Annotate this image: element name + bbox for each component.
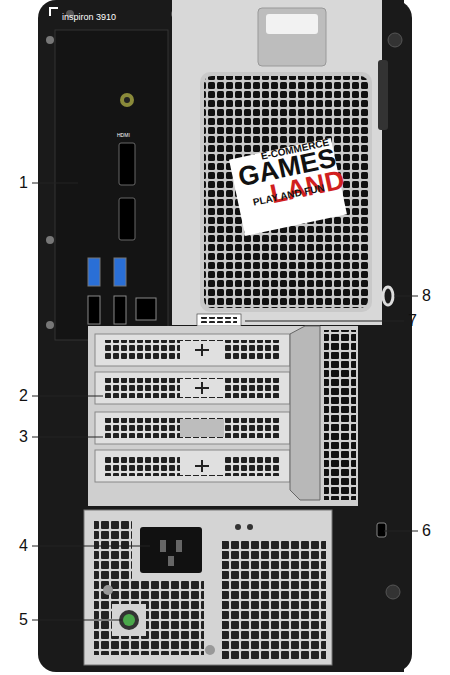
fan-panel xyxy=(172,0,382,325)
callout-number: 3 xyxy=(19,429,28,445)
chassis xyxy=(38,0,412,672)
callout-number: 5 xyxy=(19,612,28,628)
power-supply xyxy=(84,510,332,665)
callout-number: 2 xyxy=(19,388,28,404)
callout-number: 6 xyxy=(422,523,431,539)
callout-number: 1 xyxy=(19,175,28,191)
model-name: inspiron 3910 xyxy=(62,13,116,22)
callout-number: 7 xyxy=(408,313,417,329)
expansion-slots xyxy=(95,326,356,500)
security-slot xyxy=(377,523,386,537)
port-label: HDMI xyxy=(117,133,130,138)
service-tag xyxy=(197,314,241,326)
callout-number: 8 xyxy=(422,288,431,304)
psu-test-button xyxy=(123,614,135,626)
callout-number: 4 xyxy=(19,538,28,554)
padlock-ring xyxy=(383,287,393,305)
leader-lines xyxy=(32,183,418,620)
power-socket xyxy=(140,527,202,573)
io-panel xyxy=(55,30,168,340)
fan-grille xyxy=(204,76,368,308)
